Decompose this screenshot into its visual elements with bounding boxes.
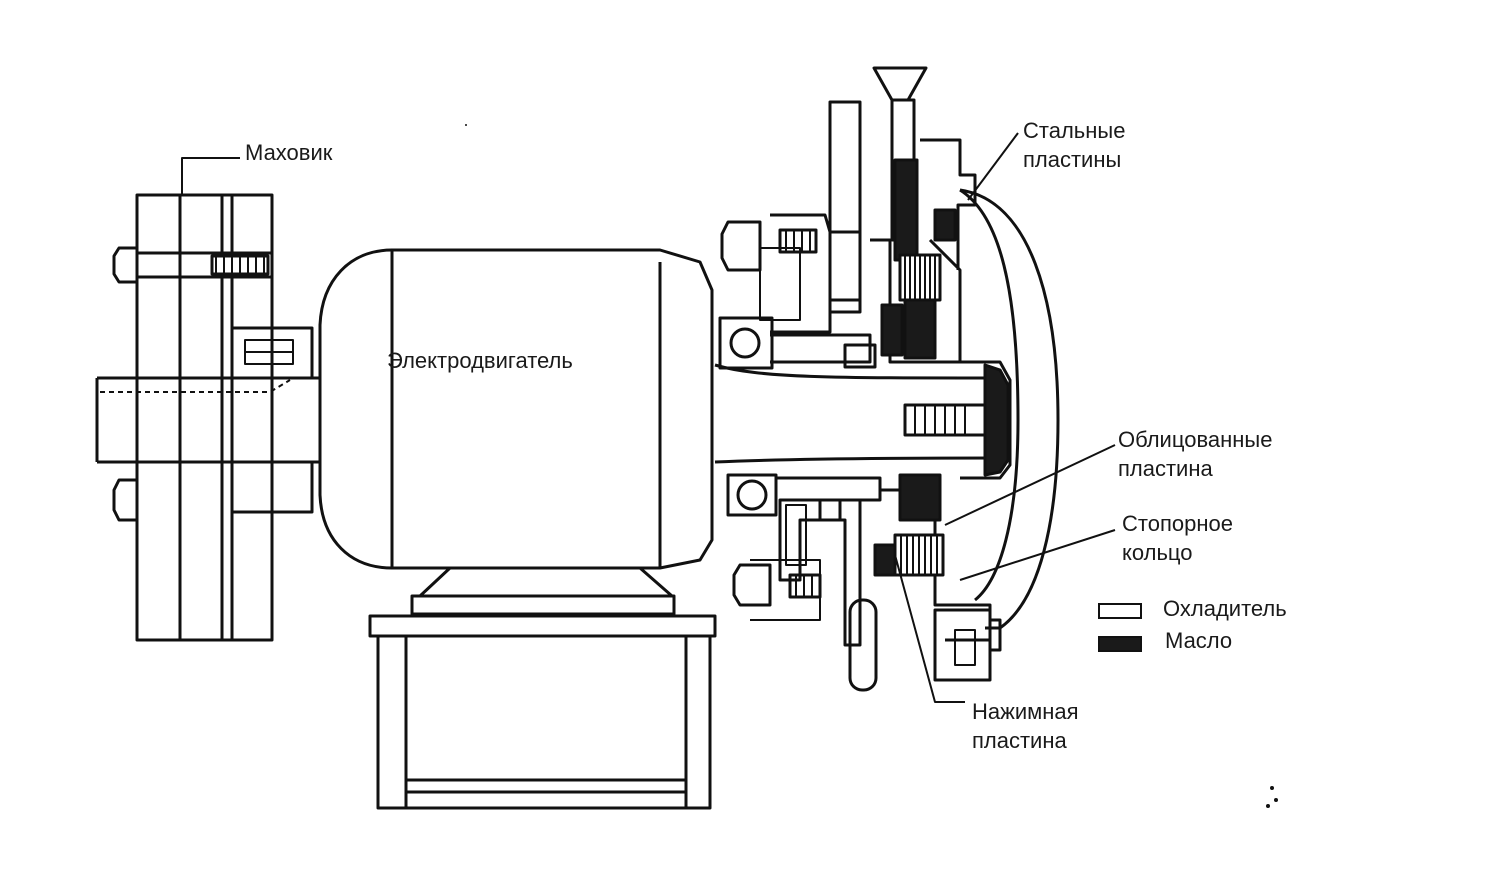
legend-swatch-coolant bbox=[1098, 603, 1142, 619]
leader-flywheel bbox=[181, 157, 240, 194]
label-lined-plate: Облицованные пластина bbox=[1118, 425, 1272, 483]
motor-shaft bbox=[95, 363, 1001, 464]
leader-retaining-ring bbox=[959, 529, 1116, 581]
label-steel-plates-line2: пластины bbox=[1023, 147, 1122, 172]
label-flywheel: Маховик bbox=[245, 140, 333, 165]
label-motor: Электродвигатель bbox=[387, 348, 573, 373]
label-pressure-plate: Нажимная пластина bbox=[972, 697, 1079, 755]
leader-lined-plate bbox=[944, 444, 1116, 526]
steel-plates-stack-lower bbox=[893, 533, 945, 577]
label-retaining-ring: Стопорное кольцо bbox=[1122, 509, 1233, 567]
legend-label-oil: Масло bbox=[1165, 628, 1233, 653]
motor-base bbox=[368, 566, 717, 810]
label-retaining-ring-line1: Стопорное bbox=[1122, 511, 1233, 536]
legend-swatch-oil bbox=[1098, 636, 1142, 652]
oil-regions bbox=[873, 158, 1010, 577]
flywheel-bolt-bottom bbox=[112, 478, 139, 522]
leader-pressure-plate bbox=[894, 554, 965, 703]
scan-specks bbox=[465, 124, 1278, 808]
legend-label-coolant: Охладитель bbox=[1163, 596, 1287, 621]
leader-lines bbox=[181, 132, 1116, 703]
label-pressure-plate-line2: пластина bbox=[972, 728, 1067, 753]
steel-plates-stack-upper bbox=[898, 253, 942, 302]
electric-motor bbox=[318, 248, 714, 570]
label-lined-plate-line2: пластина bbox=[1118, 456, 1213, 481]
label-pressure-plate-line1: Нажимная bbox=[972, 699, 1079, 724]
label-steel-plates: Стальные пластины bbox=[1023, 116, 1125, 174]
label-lined-plate-line1: Облицованные bbox=[1118, 427, 1273, 452]
label-retaining-ring-line2: кольцо bbox=[1122, 540, 1193, 565]
leader-steel-plates bbox=[967, 132, 1019, 201]
label-steel-plates-line1: Стальные bbox=[1023, 118, 1126, 143]
flywheel-bolt-top bbox=[112, 246, 274, 284]
